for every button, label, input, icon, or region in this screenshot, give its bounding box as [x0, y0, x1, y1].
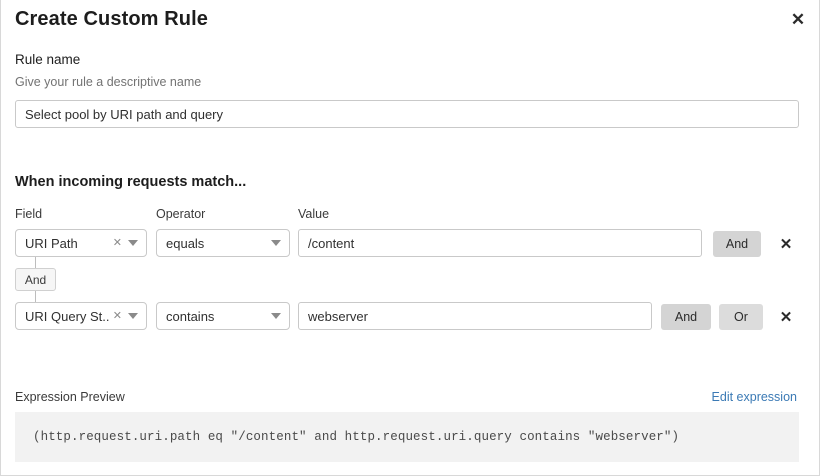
value-input-row-1[interactable] [298, 229, 702, 257]
operator-select-row-1-value: equals [166, 235, 205, 251]
chevron-down-icon[interactable] [271, 240, 281, 246]
connector-line-bottom [35, 291, 36, 302]
delete-row-icon[interactable]: ✕ [776, 234, 796, 254]
and-button-row-2[interactable]: And [661, 304, 711, 330]
and-button-row-1[interactable]: And [713, 231, 761, 257]
chevron-down-icon[interactable] [128, 240, 138, 246]
field-select-row-1[interactable]: URI Path ✕ [15, 229, 147, 257]
field-select-row-1-value: URI Path [25, 235, 78, 251]
operator-select-row-2[interactable]: contains [156, 302, 290, 330]
field-select-row-2[interactable]: URI Query St... ✕ [15, 302, 147, 330]
edit-expression-link[interactable]: Edit expression [711, 390, 797, 404]
column-header-value: Value [298, 207, 330, 221]
page-title: Create Custom Rule [15, 8, 208, 30]
or-button-row-2[interactable]: Or [719, 304, 763, 330]
clear-x-icon[interactable]: ✕ [112, 236, 122, 249]
column-header-operator: Operator [156, 207, 206, 221]
rule-name-hint: Give your rule a descriptive name [15, 75, 202, 89]
chevron-down-icon[interactable] [271, 313, 281, 319]
expression-preview-box: (http.request.uri.path eq "/content" and… [15, 412, 799, 462]
expression-preview-code: (http.request.uri.path eq "/content" and… [33, 430, 680, 444]
connector-line-top [35, 257, 36, 268]
rule-name-input[interactable] [15, 100, 799, 128]
value-input-row-2[interactable] [298, 302, 652, 330]
column-header-field: Field [15, 207, 43, 221]
match-section-heading: When incoming requests match... [15, 174, 247, 190]
clear-x-icon[interactable]: ✕ [112, 309, 122, 322]
delete-row-icon[interactable]: ✕ [776, 307, 796, 327]
chevron-down-icon[interactable] [128, 313, 138, 319]
operator-select-row-2-value: contains [166, 308, 215, 324]
close-icon[interactable]: ✕ [785, 6, 811, 32]
expression-preview-label: Expression Preview [15, 390, 125, 404]
connector-and-chip[interactable]: And [15, 268, 56, 291]
operator-select-row-1[interactable]: equals [156, 229, 290, 257]
field-select-row-2-value: URI Query St... [25, 308, 110, 324]
rule-name-label: Rule name [15, 52, 81, 67]
